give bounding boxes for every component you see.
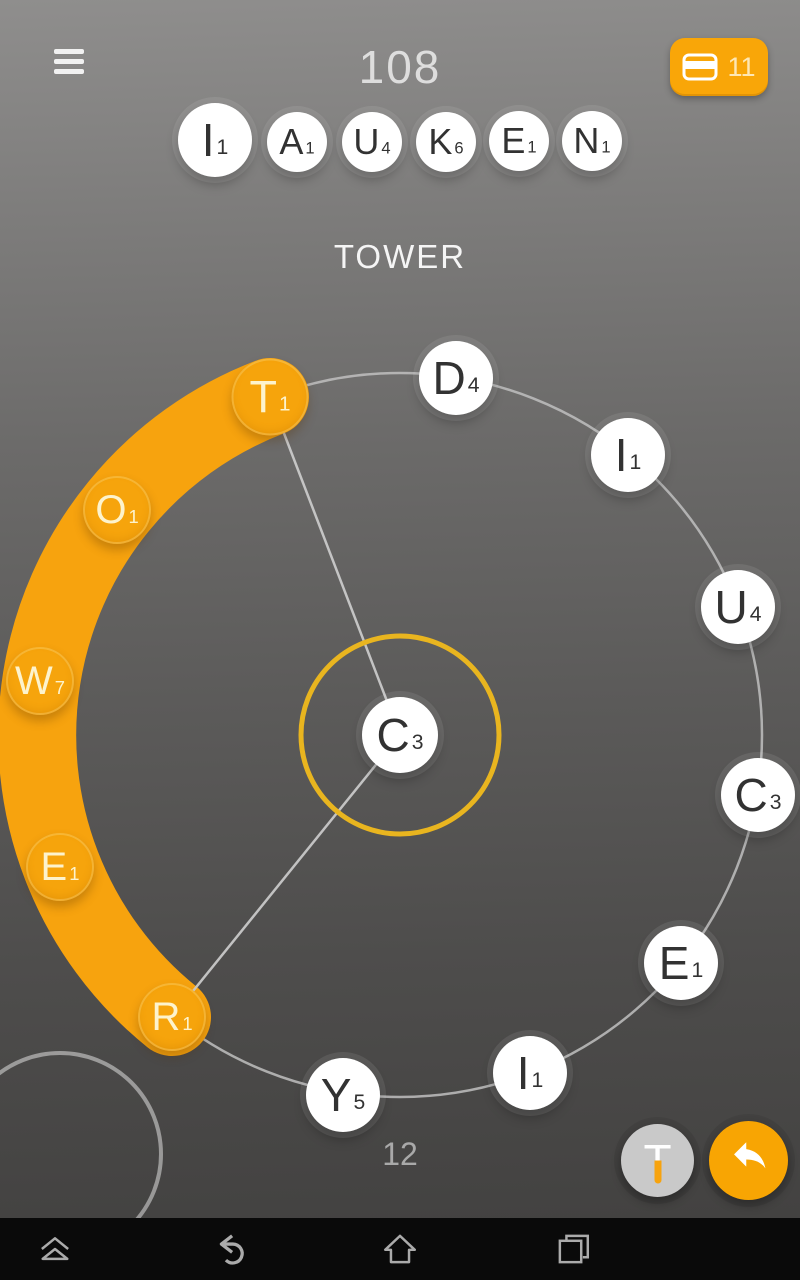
hamburger-icon <box>54 49 84 54</box>
chord-line-t-center <box>268 396 402 736</box>
undo-button[interactable] <box>709 1121 788 1200</box>
menu-button[interactable] <box>54 49 88 79</box>
current-word: TOWER <box>333 238 467 275</box>
chord-line-center-r <box>171 734 401 1018</box>
recents-icon[interactable] <box>550 1227 596 1271</box>
cards-count: 11 <box>727 51 756 82</box>
word-count: 12 <box>382 1136 418 1172</box>
back-icon[interactable] <box>205 1227 251 1271</box>
collapse-icon[interactable] <box>32 1227 78 1271</box>
cards-button[interactable]: 11 <box>670 38 768 96</box>
android-nav-bar <box>0 1218 800 1280</box>
center-gold-ring <box>298 633 502 837</box>
hint-letter-orange-stem <box>654 1160 661 1184</box>
card-icon <box>682 53 718 81</box>
undo-icon <box>733 1141 765 1168</box>
score-value: 108 <box>358 41 442 93</box>
hint-button[interactable]: T <box>621 1124 694 1197</box>
selection-arc <box>0 358 309 1056</box>
home-icon[interactable] <box>377 1227 423 1271</box>
